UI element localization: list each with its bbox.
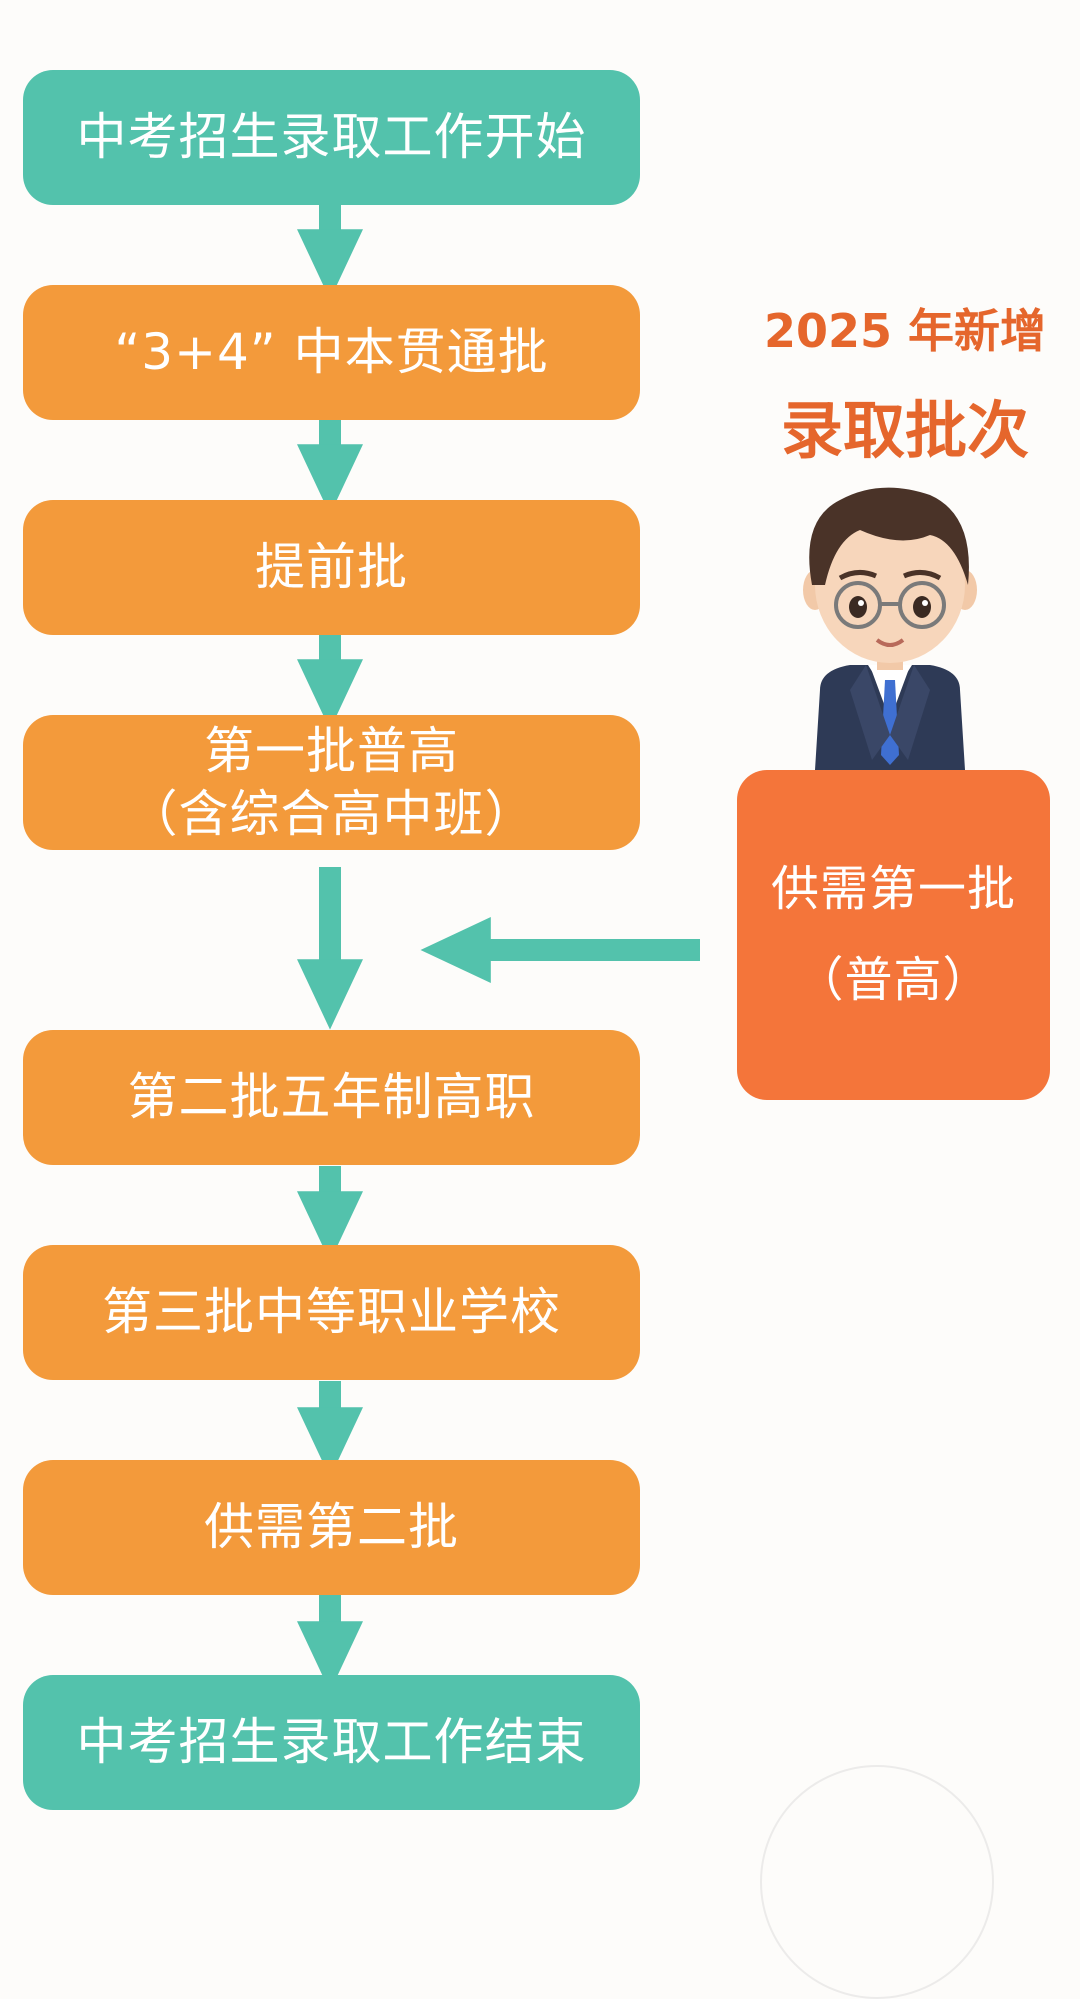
flow-step-supply-second: 供需第二批 <box>23 1460 640 1595</box>
new-batch-box: 供需第一批 （普高） <box>737 770 1050 1100</box>
flow-step-start: 中考招生录取工作开始 <box>23 70 640 205</box>
flow-step-label: 中考招生录取工作结束 <box>76 1713 587 1772</box>
flow-step-label: 供需第二批 <box>204 1498 459 1557</box>
new-batch-box-sublabel: （普高） <box>795 952 992 1008</box>
flow-step-label: 第三批中等职业学校 <box>102 1283 561 1342</box>
teacher-avatar-icon <box>803 487 977 770</box>
flow-step-early: 提前批 <box>23 500 640 635</box>
flow-step-3plus4: “3+4” 中本贯通批 <box>23 285 640 420</box>
flow-step-sublabel: （含综合高中班） <box>127 784 536 843</box>
flow-step-first-batch: 第一批普高 （含综合高中班） <box>23 715 640 850</box>
new-batch-year-label: 2025 年新增 <box>763 304 1047 358</box>
flow-step-third-batch: 第三批中等职业学校 <box>23 1245 640 1380</box>
flow-step-label: 第二批五年制高职 <box>127 1068 536 1127</box>
flow-step-label: 中考招生录取工作开始 <box>76 108 587 167</box>
flow-arrows <box>297 205 700 1692</box>
flow-step-label: “3+4” 中本贯通批 <box>114 323 549 382</box>
new-batch-box-label: 供需第一批 <box>770 860 1016 917</box>
flow-step-end: 中考招生录取工作结束 <box>23 1675 640 1810</box>
flow-step-second-batch: 第二批五年制高职 <box>23 1030 640 1165</box>
new-batch-title: 录取批次 <box>780 394 1029 467</box>
flow-step-label: 第一批普高 <box>204 722 459 780</box>
flow-step-label: 提前批 <box>255 538 408 597</box>
